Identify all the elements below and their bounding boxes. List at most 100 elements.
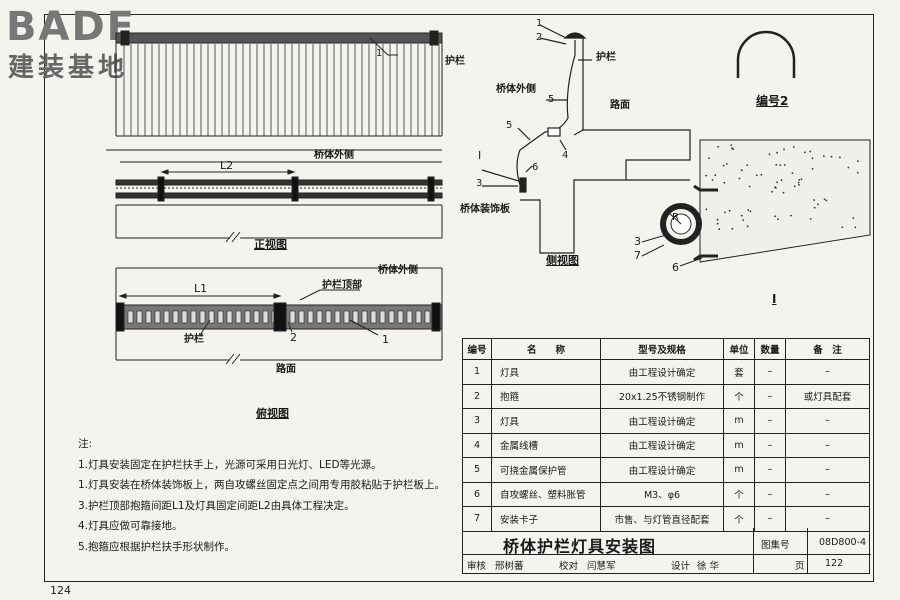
section-view-drawing bbox=[481, 24, 691, 254]
cell: – bbox=[754, 408, 786, 434]
section-callout-5a: 5 bbox=[548, 94, 555, 105]
cell: 金属线槽 bbox=[491, 432, 601, 458]
cell: 套 bbox=[723, 359, 755, 385]
cell: 由工程设计确定 bbox=[600, 457, 724, 483]
col-header: 单位 bbox=[723, 338, 755, 360]
top-railing-top-label: 护栏顶部 bbox=[322, 280, 362, 291]
section-railing-label: 护栏 bbox=[596, 52, 616, 63]
top-view-caption: 俯视图 bbox=[256, 407, 289, 420]
cell: 1 bbox=[462, 359, 492, 385]
top-callout-1: 1 bbox=[382, 333, 389, 346]
cell: 灯具 bbox=[491, 359, 601, 385]
detail-1-callout-7: 7 bbox=[634, 249, 641, 262]
front-view-caption: 正视图 bbox=[254, 238, 287, 251]
cell: 安装卡子 bbox=[491, 506, 601, 532]
logo-subtext: 建装基地 bbox=[8, 53, 129, 83]
table-header-row: 编号 名 称 型号及规格 单位 数量 备 注 bbox=[462, 338, 870, 360]
table-row: 1 灯具 由工程设计确定 套 – – bbox=[462, 359, 870, 385]
detail-1-callout-6: 6 bbox=[672, 261, 679, 274]
cell: 由工程设计确定 bbox=[600, 408, 724, 434]
table-row: 3 灯具 由工程设计确定 m – – bbox=[462, 408, 870, 434]
design-label: 设计 bbox=[671, 561, 691, 572]
page-label: 页 bbox=[795, 561, 805, 572]
cell: 自攻螺丝、塑料胀管 bbox=[491, 481, 601, 507]
cell: 2 bbox=[462, 383, 492, 409]
logo-text: BADE bbox=[6, 4, 136, 50]
section-bridge-outer-label: 桥体外侧 bbox=[496, 84, 536, 95]
top-road-label: 路面 bbox=[276, 364, 296, 375]
detail-1-caption: I bbox=[772, 292, 777, 306]
detail-1-callout-3: 3 bbox=[634, 235, 641, 248]
cell: 灯具 bbox=[491, 408, 601, 434]
cell: 3 bbox=[462, 408, 492, 434]
cell: 个 bbox=[723, 383, 755, 409]
cell: – bbox=[754, 383, 786, 409]
note-item: 1.灯具安装在桥体装饰板上，两自攻螺丝固定点之间用专用胶粘贴于护栏板上。 bbox=[78, 479, 446, 491]
cell: – bbox=[754, 432, 786, 458]
check-label: 校对 bbox=[559, 561, 579, 572]
checker-name: 闫慧军 bbox=[587, 561, 616, 572]
cell: – bbox=[785, 481, 870, 507]
cell: 6 bbox=[462, 481, 492, 507]
note-item: 5.抱箍应根据护栏扶手形状制作。 bbox=[78, 540, 236, 553]
section-panel-label: 桥体装饰板 bbox=[460, 204, 510, 215]
cell: 或灯具配套 bbox=[785, 383, 870, 409]
section-view-caption: 侧视图 bbox=[546, 254, 579, 267]
section-callout-5b: 5 bbox=[506, 120, 513, 131]
cell: 个 bbox=[723, 481, 755, 507]
table-row: 5 可挠金属保护管 由工程设计确定 m – – bbox=[462, 457, 870, 483]
top-view-drawing bbox=[115, 267, 443, 365]
section-callout-4: 4 bbox=[562, 150, 569, 161]
materials-table: 编号 名 称 型号及规格 单位 数量 备 注 1 灯具 由工程设计确定 套 – … bbox=[462, 338, 870, 532]
reviewer-name: 邢树蕃 bbox=[495, 561, 524, 572]
col-header: 编号 bbox=[462, 338, 492, 360]
cell: m bbox=[723, 457, 755, 483]
drawing-frame bbox=[44, 14, 874, 582]
top-railing-label: 护栏 bbox=[184, 334, 204, 345]
set-number-value: 08D800-4 bbox=[819, 537, 867, 548]
note-item: 3.护栏顶部抱箍间距L1及灯具固定间距L2由具体工程决定。 bbox=[78, 499, 355, 512]
col-header: 名 称 bbox=[491, 338, 601, 360]
top-bridge-outer-label: 桥体外侧 bbox=[378, 265, 418, 276]
notes-heading: 注: bbox=[78, 438, 93, 450]
front-view-drawing bbox=[106, 30, 443, 243]
section-road-label: 路面 bbox=[610, 100, 630, 111]
table-row: 2 抱箍 20x1.25不锈钢制作 个 – 或灯具配套 bbox=[462, 383, 870, 409]
cell: 个 bbox=[723, 506, 755, 532]
cell: – bbox=[754, 457, 786, 483]
cell: m bbox=[723, 432, 755, 458]
section-callout-1: 1 bbox=[536, 18, 543, 29]
table-row: 7 安装卡子 市售、与灯管直径配套 个 – – bbox=[462, 506, 870, 532]
drawing-title: 桥体护栏灯具安装图 bbox=[503, 537, 657, 556]
cell: – bbox=[785, 359, 870, 385]
top-l1-label: L1 bbox=[194, 282, 208, 295]
table-row: 6 自攻螺丝、塑料胀管 M3、φ6 个 – – bbox=[462, 481, 870, 507]
section-callout-3: 3 bbox=[476, 178, 483, 189]
cell: m bbox=[723, 408, 755, 434]
cell: 5 bbox=[462, 457, 492, 483]
cell: 由工程设计确定 bbox=[600, 432, 724, 458]
cell: 20x1.25不锈钢制作 bbox=[600, 383, 724, 409]
col-header: 备 注 bbox=[785, 338, 870, 360]
section-callout-6: 6 bbox=[532, 162, 539, 173]
cell: 可挠金属保护管 bbox=[491, 457, 601, 483]
cell: 由工程设计确定 bbox=[600, 359, 724, 385]
detail-2-drawing bbox=[736, 30, 796, 78]
cell: M3、φ6 bbox=[600, 481, 724, 507]
section-detail-ref: I bbox=[478, 149, 482, 162]
cell: – bbox=[754, 481, 786, 507]
table-row: 4 金属线槽 由工程设计确定 m – – bbox=[462, 432, 870, 458]
note-item: 1.灯具安装固定在护栏扶手上，光源可采用日光灯、LED等光源。 bbox=[78, 458, 382, 471]
front-callout-1: 1 bbox=[376, 48, 383, 59]
front-railing-label: 护栏 bbox=[445, 56, 465, 67]
cell: 市售、与灯管直径配套 bbox=[600, 506, 724, 532]
front-bridge-outer-label: 桥体外侧 bbox=[314, 150, 354, 161]
cell: – bbox=[785, 432, 870, 458]
page-number: 124 bbox=[50, 584, 71, 597]
col-header: 数量 bbox=[754, 338, 786, 360]
cell: – bbox=[785, 506, 870, 532]
note-item: 4.灯具应做可靠接地。 bbox=[78, 520, 183, 532]
cell: 4 bbox=[462, 432, 492, 458]
designer-name: 徐 华 bbox=[697, 561, 720, 572]
